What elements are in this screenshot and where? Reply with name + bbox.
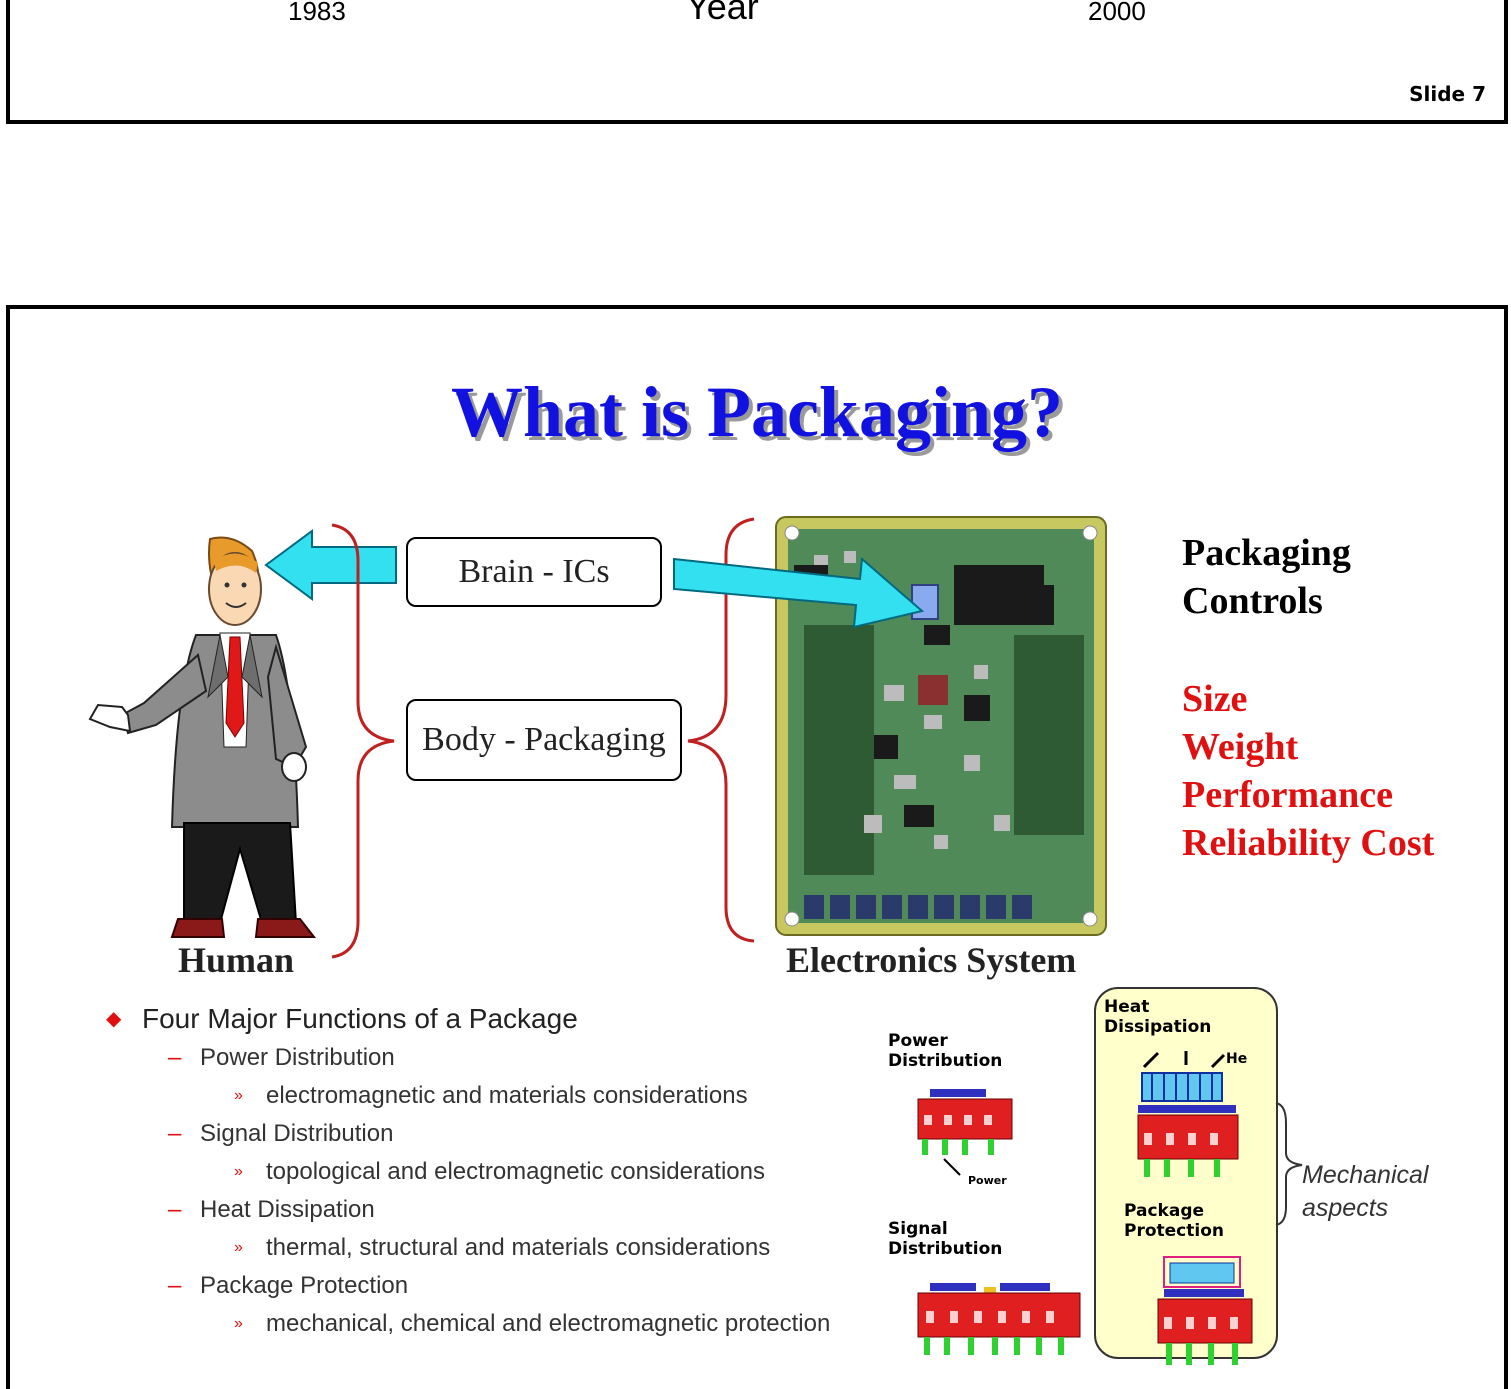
functions-heading: ◆ Four Major Functions of a Package [100,999,900,1039]
function-label: Heat Dissipation [200,1196,375,1223]
mechanical-aspects-label: Mechanical aspects [1302,1159,1428,1225]
protection-label-line-1: Package [1124,1201,1205,1221]
mechanical-label-line-1: Mechanical [1302,1161,1429,1189]
functions-list: ◆Four Major Functions of a Package –Powe… [100,999,900,1343]
chevron-bullet-icon: » [234,1163,243,1180]
power-distribution-label: Power Distribution [888,1031,1002,1071]
functions-heading-text: Four Major Functions of a Package [142,1003,578,1034]
controls-heading-line-2: Controls [1182,580,1323,622]
heat-label-line-1: Heat [1104,997,1150,1017]
x-tick-2000: 2000 [1088,0,1146,26]
function-detail: » electromagnetic and materials considera… [100,1077,900,1115]
signal-label-line-2: Distribution [888,1239,1003,1259]
chevron-bullet-icon: » [234,1239,243,1256]
human-label: Human [178,940,295,980]
package-protection-label: Package Protection [1124,1201,1224,1241]
function-detail: » thermal, structural and materials consi… [100,1229,900,1267]
packaging-controls-heading: Packaging Controls [1182,529,1351,625]
dash-bullet-icon: – [168,1044,182,1071]
signal-distribution-diagram [917,1283,1081,1355]
controls-list: Size Weight Performance Reliability Cost [1182,675,1434,867]
brain-ics-box: Brain - ICs [406,537,662,607]
function-label: Power Distribution [200,1044,395,1071]
left-brace [331,523,395,959]
heat-dissipation-diagram [1137,1051,1239,1177]
function-detail-text: electromagnetic and materials considerat… [266,1082,748,1109]
function-detail-text: mechanical, chemical and electromagnetic… [266,1310,831,1337]
slide-title: What is Packaging? [450,372,1064,452]
power-label-line-1: Power [888,1031,948,1051]
slide-number: Slide 7 [1409,82,1486,106]
right-brace [687,517,755,943]
function-detail: » topological and electromagnetic conside… [100,1153,900,1191]
function-item: –Package Protection [100,1267,900,1305]
dash-bullet-icon: – [168,1272,182,1299]
chevron-bullet-icon: » [234,1315,243,1332]
signal-label-line-1: Signal [888,1219,948,1239]
function-label: Signal Distribution [200,1120,394,1147]
controls-heading-line-1: Packaging [1182,532,1351,574]
function-detail-text: topological and electromagnetic consider… [266,1158,765,1185]
arrow-to-chip-icon [673,556,925,629]
power-distribution-diagram [917,1089,1013,1176]
heat-label-line-2: Dissipation [1104,1017,1212,1037]
mechanical-label-line-2: aspects [1302,1194,1389,1222]
controls-item: Size [1182,678,1248,720]
slide-7-frame: 1983 Year 2000 Slide 7 [6,0,1508,124]
human-figure-illustration [88,536,317,938]
controls-item: Weight [1182,726,1299,768]
chevron-bullet-icon: » [234,1087,243,1104]
function-item: –Power Distribution [100,1039,900,1077]
function-detail: » mechanical, chemical and electromagneti… [100,1305,900,1343]
controls-item: Reliability Cost [1182,822,1435,864]
function-detail-text: thermal, structural and materials consid… [266,1234,771,1261]
diamond-bullet-icon: ◆ [106,1008,122,1030]
mechanical-brace [1275,1102,1303,1226]
dash-bullet-icon: – [168,1120,182,1147]
heat-sub-label: He [1226,1051,1248,1067]
electronics-system-label: Electronics System [786,940,1077,980]
controls-item: Performance [1182,774,1393,816]
function-label: Package Protection [200,1272,409,1299]
function-item: –Heat Dissipation [100,1191,900,1229]
heat-dissipation-label: Heat Dissipation [1104,997,1211,1037]
arrow-to-human-icon [264,529,397,601]
function-item: –Signal Distribution [100,1115,900,1153]
x-axis-title: Year [686,0,759,27]
package-protection-diagram [1157,1256,1253,1365]
protection-label-line-2: Protection [1124,1221,1224,1241]
slide-8-frame: What is Packaging? [6,305,1508,1389]
power-sub-label: Power [968,1174,1007,1187]
dash-bullet-icon: – [168,1196,182,1223]
power-label-line-2: Distribution [888,1051,1003,1071]
x-tick-1983: 1983 [288,0,346,26]
body-packaging-box: Body - Packaging [406,699,682,781]
signal-distribution-label: Signal Distribution [888,1219,1002,1259]
